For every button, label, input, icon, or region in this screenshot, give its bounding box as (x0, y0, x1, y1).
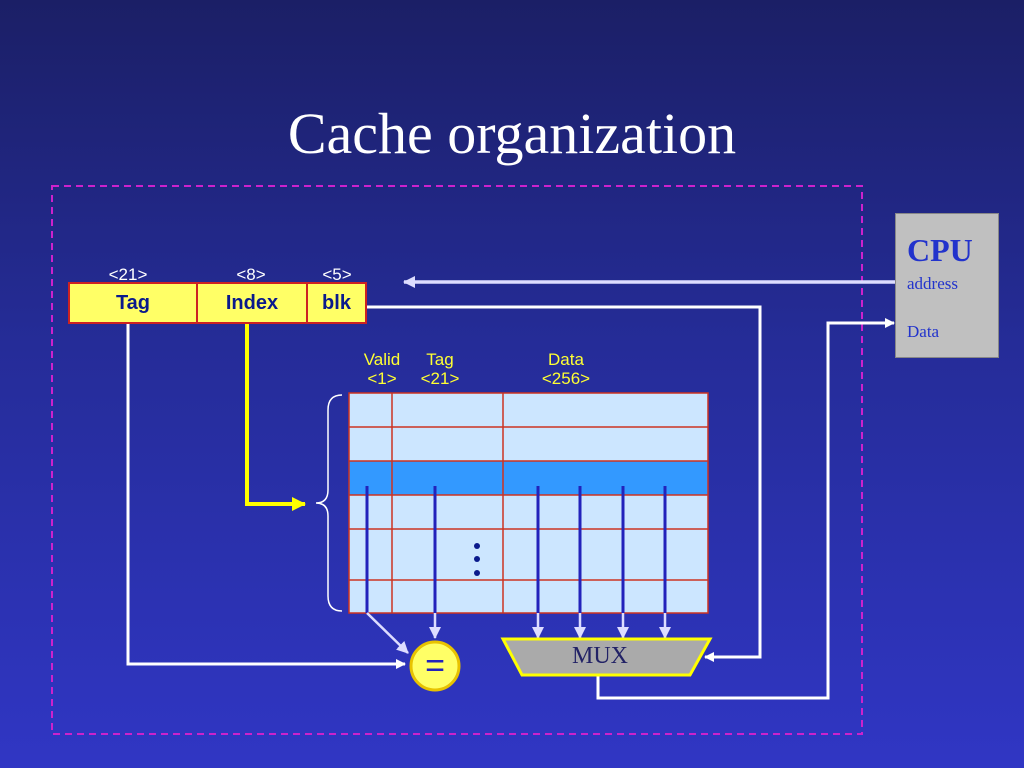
cache-row (349, 427, 708, 461)
cpu-data-label: Data (907, 322, 940, 341)
cpu-title: CPU (907, 232, 973, 268)
valid-column-name: Valid (363, 350, 401, 369)
address-index-field: Index (196, 282, 308, 324)
mux-block (500, 637, 713, 677)
slide-title: Cache organization (287, 101, 737, 166)
cache-row-selected (349, 461, 708, 495)
comparator-label: = (425, 647, 445, 685)
blk-bits-label: <5> (322, 265, 352, 284)
cpu-address-label: address (907, 274, 958, 293)
valid-column-bits: <1> (367, 369, 397, 388)
data-column-header: Data <256> (531, 350, 601, 388)
tag-bits-label: <21> (108, 265, 148, 284)
data-column-name: Data (548, 350, 584, 369)
address-blk-field: blk (306, 282, 367, 324)
index-bits-label: <8> (236, 265, 266, 284)
cache-row (349, 393, 708, 427)
signal-wires (126, 305, 895, 700)
index-wire (245, 324, 306, 511)
tag-column-bits: <21> (420, 369, 460, 388)
cache-boundary-frame (51, 185, 863, 735)
data-column-bits: <256> (541, 369, 591, 388)
tag-compare-wire (126, 324, 406, 669)
tag-column-header: Tag <21> (410, 350, 470, 388)
comparator (409, 640, 461, 692)
cache-row (349, 529, 708, 580)
cpu-box: CPU address Data (895, 213, 999, 358)
mux-output-wire (596, 318, 895, 700)
tag-column-name: Tag (426, 350, 454, 369)
valid-column-header: Valid <1> (352, 350, 412, 388)
row-brace (315, 394, 343, 612)
cache-row (349, 580, 708, 613)
cache-array (348, 392, 709, 614)
cache-row (349, 495, 708, 529)
mux-label: MUX (571, 643, 628, 669)
array-output-connectors (366, 612, 671, 654)
address-tag-field: Tag (68, 282, 198, 324)
selected-row-read-lines (365, 486, 667, 613)
more-rows-ellipsis (474, 543, 480, 576)
blk-select-wire (367, 305, 762, 662)
